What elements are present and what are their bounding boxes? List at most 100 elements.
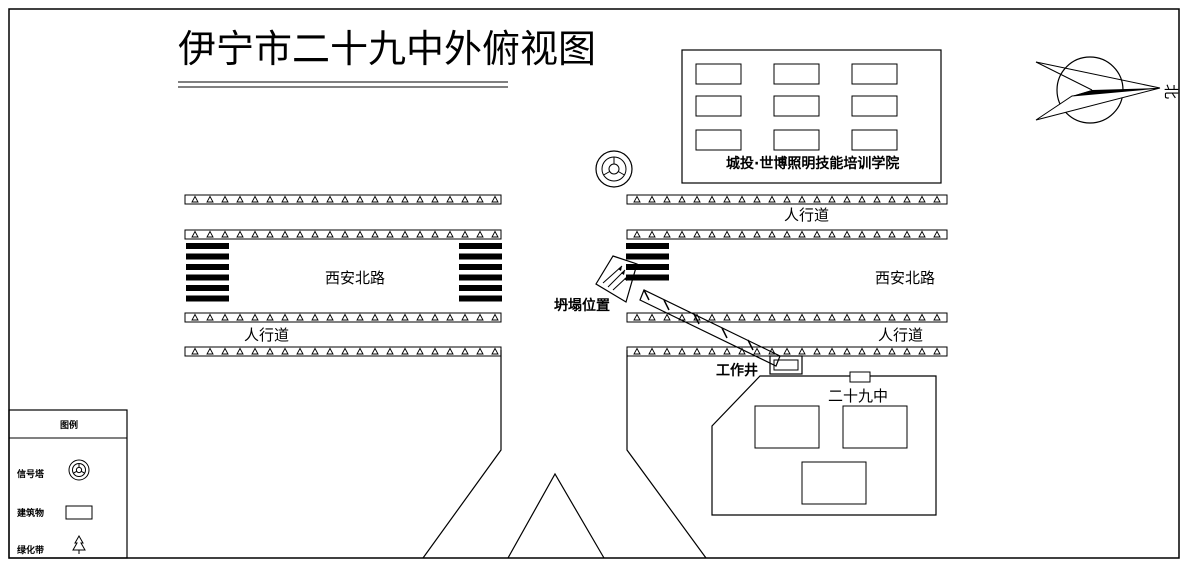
tree-icon — [431, 313, 439, 321]
tree-icon — [843, 347, 851, 355]
tree-icon — [648, 313, 656, 321]
tree-icon — [461, 347, 469, 355]
tree-icon — [813, 313, 821, 321]
compass-icon — [1035, 56, 1161, 124]
tree-icon — [873, 347, 881, 355]
tree-icon — [753, 230, 761, 238]
tree-icon — [798, 347, 806, 355]
tree-icon — [461, 313, 469, 321]
tree-icon — [678, 230, 686, 238]
tree-icon — [296, 230, 304, 238]
tree-icon — [858, 313, 866, 321]
tree-icon — [491, 347, 499, 355]
tree-icon — [918, 195, 926, 203]
crosswalk-stripe — [186, 274, 229, 281]
tree-icon — [356, 347, 364, 355]
tree-icon — [888, 313, 896, 321]
tree-icon — [843, 230, 851, 238]
tree-icon — [491, 230, 499, 238]
tree-icon — [783, 230, 791, 238]
tree-icon — [371, 313, 379, 321]
tree-icon — [401, 195, 409, 203]
tree-icon — [693, 230, 701, 238]
tree-icon — [738, 347, 746, 355]
crosswalk-stripe — [459, 253, 502, 260]
tree-icon — [476, 195, 484, 203]
tree-icon — [798, 195, 806, 203]
tree-icon — [401, 313, 409, 321]
tree-icon — [693, 195, 701, 203]
tree-icon — [266, 230, 274, 238]
tree-icon — [296, 313, 304, 321]
tree-icon — [251, 347, 259, 355]
tree-icon — [326, 230, 334, 238]
tree-icon — [663, 347, 671, 355]
legend-signal-tower-icon — [68, 459, 90, 481]
green-belt-strip — [184, 194, 502, 205]
crosswalk-stripe — [459, 274, 502, 281]
tree-icon — [888, 195, 896, 203]
tree-icon — [191, 347, 199, 355]
legend-title: 图例 — [60, 419, 78, 431]
tree-icon — [386, 230, 394, 238]
tree-icon — [236, 195, 244, 203]
tree-icon — [903, 313, 911, 321]
tree-icon — [266, 195, 274, 203]
tree-icon — [723, 347, 731, 355]
tree-icon — [221, 230, 229, 238]
tree-icon — [386, 313, 394, 321]
tree-icon — [356, 195, 364, 203]
tree-icon — [476, 347, 484, 355]
pipe-tunnel — [639, 289, 781, 367]
tree-icon — [633, 195, 641, 203]
tree-icon — [648, 347, 656, 355]
school-29-compound — [711, 371, 937, 516]
crosswalk-stripe — [459, 243, 502, 249]
tree-icon — [813, 230, 821, 238]
tree-icon — [251, 195, 259, 203]
tree-icon — [281, 347, 289, 355]
tree-icon — [341, 313, 349, 321]
tree-icon — [918, 347, 926, 355]
crosswalk-stripe — [626, 243, 669, 249]
tree-icon — [753, 347, 761, 355]
tree-icon — [191, 195, 199, 203]
tree-icon — [723, 313, 731, 321]
green-belt-strip — [184, 229, 502, 240]
tree-icon — [446, 313, 454, 321]
tree-icon — [783, 313, 791, 321]
tree-icon — [476, 230, 484, 238]
tree-icon — [843, 195, 851, 203]
crosswalk-stripe — [186, 285, 229, 291]
tree-icon — [356, 313, 364, 321]
tree-icon — [873, 230, 881, 238]
school-label: 城投·世博照明技能培训学院 — [726, 155, 899, 172]
tree-icon — [723, 195, 731, 203]
tree-icon — [401, 347, 409, 355]
school-29-label: 二十九中 — [828, 387, 888, 405]
legend-label-building: 建筑物 — [17, 507, 44, 519]
tree-icon — [933, 195, 941, 203]
crosswalk-stripe — [626, 264, 669, 270]
tree-icon — [431, 195, 439, 203]
tree-icon — [753, 195, 761, 203]
compass-north-label: 北 — [1162, 84, 1180, 99]
work-well-label: 工作井 — [716, 362, 758, 379]
tree-icon — [206, 195, 214, 203]
legend-tree-icon — [72, 534, 86, 554]
tree-icon — [296, 347, 304, 355]
tree-icon — [738, 195, 746, 203]
collapse-site-marker — [595, 255, 638, 303]
tree-icon — [281, 230, 289, 238]
green-belt-strip — [626, 229, 948, 240]
tree-icon — [401, 230, 409, 238]
road-label-right: 西安北路 — [875, 269, 935, 287]
tree-icon — [723, 230, 731, 238]
tree-icon — [221, 313, 229, 321]
tree-icon — [708, 195, 716, 203]
tree-icon — [386, 347, 394, 355]
tree-icon — [708, 230, 716, 238]
crosswalk-stripe — [459, 295, 502, 302]
tree-icon — [311, 195, 319, 203]
tree-icon — [633, 230, 641, 238]
